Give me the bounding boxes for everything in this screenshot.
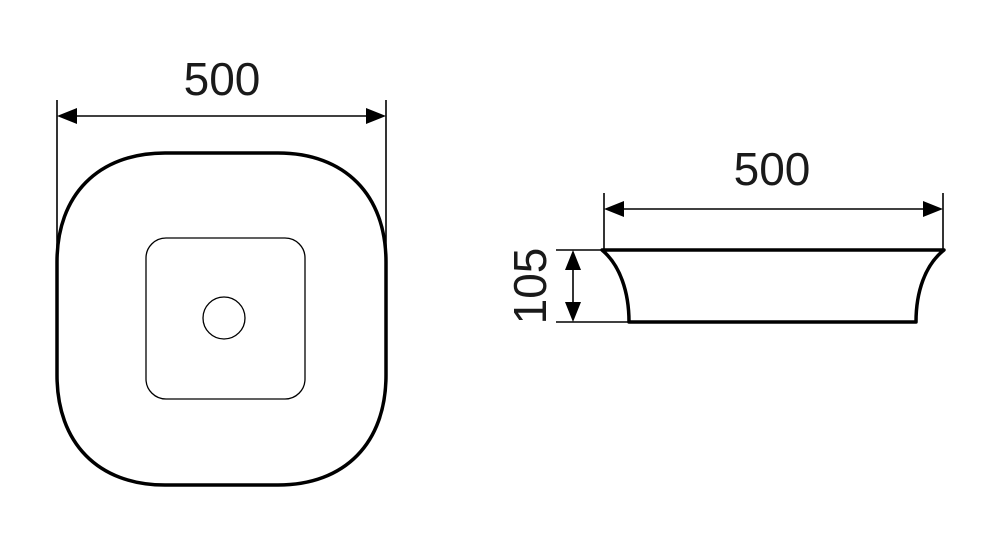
height-arrowhead-top xyxy=(565,250,581,270)
side-view: 500 105 xyxy=(504,143,946,325)
drain-hole xyxy=(202,296,246,340)
basin-outer-outline xyxy=(55,151,388,487)
basin-inner-bowl xyxy=(145,237,306,400)
basin-side-profile xyxy=(600,248,946,324)
arrowhead-left xyxy=(57,108,77,124)
height-label: 105 xyxy=(504,248,556,325)
top-width-label: 500 xyxy=(184,53,261,105)
side-arrowhead-right xyxy=(923,201,943,217)
top-view: 500 xyxy=(55,53,388,487)
side-width-label: 500 xyxy=(734,143,811,195)
arrowhead-right xyxy=(366,108,386,124)
height-arrowhead-bottom xyxy=(565,302,581,322)
side-arrowhead-left xyxy=(604,201,624,217)
